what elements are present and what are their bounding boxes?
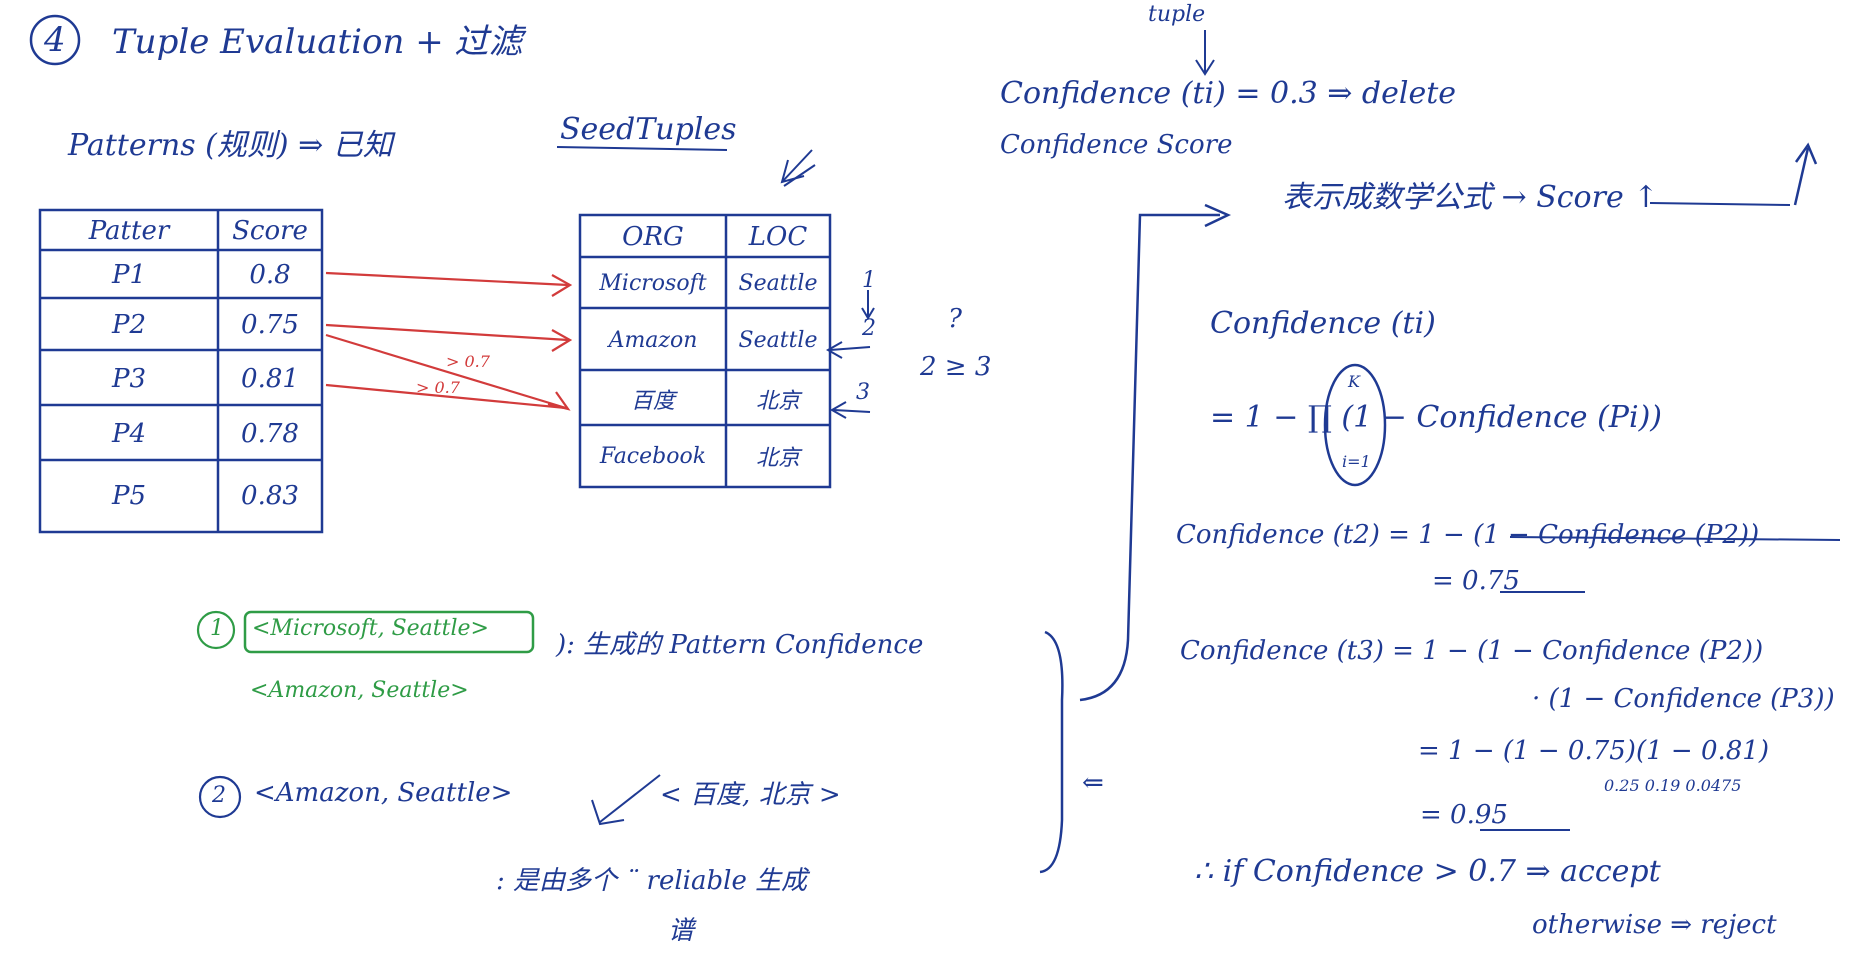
example1-circle <box>196 610 236 650</box>
confidence-t2-line: Confidence (t2) = 1 − (1 − Confidence (P… <box>1176 520 1760 550</box>
seed-row-3-loc: 北京 <box>755 388 800 414</box>
pattern-row-5-score: 0.83 <box>241 481 299 511</box>
pattern-header-score: Score <box>232 216 308 246</box>
seed-header-org: ORG <box>622 222 684 252</box>
product-top-index: K <box>1348 372 1360 391</box>
pattern-to-seed-arrows <box>325 271 573 411</box>
pattern-row-3-score: 0.81 <box>241 363 299 394</box>
seed-row-4-org: Facebook <box>599 443 707 469</box>
confidence-score-line: Confidence Score <box>1000 130 1233 160</box>
confidence-ti: Confidence (ti) <box>1210 306 1436 341</box>
side-note-2: 2 <box>862 316 876 341</box>
seed-row-3-org: 百度 <box>630 388 675 414</box>
example1-number: 1 <box>210 616 224 641</box>
pattern-row-5-name: P5 <box>111 481 147 511</box>
example2-text: : 是由多个 ¨ reliable 生成 <box>496 866 808 896</box>
arrow-label-b: > 0.7 <box>416 378 460 397</box>
confidence-delete-line: Confidence (ti) = 0.3 ⇒ delete <box>1000 76 1457 111</box>
confidence-t3-line1: Confidence (t3) = 1 − (1 − Confidence (P… <box>1180 636 1764 666</box>
seed-row-4-loc: 北京 <box>755 446 800 471</box>
side-note-inequality: 2 ≥ 3 <box>920 352 992 382</box>
rule-accept: ∴ if Confidence > 0.7 ⇒ accept <box>1194 854 1661 889</box>
pattern-row-1-name: P1 <box>111 260 147 290</box>
confidence-t3-partials: 0.25 0.19 0.0475 <box>1604 776 1742 795</box>
confidence-formula: = 1 − ∏ (1 − Confidence (Pi)) <box>1210 400 1662 435</box>
seed-header-loc: LOC <box>748 222 808 252</box>
patterns-line: Patterns (规则) ⇒ 已知 <box>68 128 393 163</box>
pattern-header-pattern: Patter <box>88 216 170 246</box>
rule-reject: otherwise ⇒ reject <box>1532 910 1777 940</box>
product-bottom-index: i=1 <box>1342 452 1371 471</box>
seed-row-2-org: Amazon <box>608 327 698 353</box>
score-underline <box>1649 202 1791 206</box>
pattern-row-4-name: P4 <box>111 418 147 449</box>
tuple-arrow <box>1195 30 1215 76</box>
tuple-label: tuple <box>1148 2 1206 27</box>
confidence-t2-value: = 0.75 <box>1432 566 1520 596</box>
example1-text: ): 生成的 Pattern Confidence <box>556 630 924 660</box>
seed-row-1-loc: Seattle <box>738 271 818 296</box>
bracket-to-formula <box>1079 203 1232 702</box>
example2-subtext: 谱 <box>668 916 695 946</box>
heading-title: Tuple Evaluation + 过滤 <box>112 22 523 62</box>
confidence-t3-line2: · (1 − Confidence (P3)) <box>1532 684 1835 714</box>
arrow-label-a: > 0.7 <box>446 352 490 371</box>
pattern-row-1-score: 0.8 <box>249 260 291 290</box>
example2-arrow <box>591 774 661 826</box>
example2-right: < 百度, 北京 > <box>660 780 841 810</box>
pattern-row-4-score: 0.78 <box>241 418 299 449</box>
confidence-t3-line3: = 1 − (1 − 0.75)(1 − 0.81) <box>1418 736 1769 766</box>
formula-label: 表示成数学公式 → Score ↑ <box>1282 180 1659 215</box>
pattern-row-3-name: P3 <box>111 363 147 394</box>
heading-number-circle <box>29 14 81 66</box>
example1-amazon: <Amazon, Seattle> <box>250 678 469 703</box>
pattern-row-2-name: P2 <box>111 310 147 340</box>
example2-circle <box>198 775 242 819</box>
example2-left: <Amazon, Seattle> <box>254 778 513 808</box>
seed-row-2-loc: Seattle <box>738 327 818 353</box>
seed-pointer-arrow <box>783 164 816 187</box>
seed-table-grid <box>578 213 832 489</box>
t2-underline <box>1509 536 1841 541</box>
side-note-1: 1 <box>862 268 876 293</box>
pattern-row-2-score: 0.75 <box>241 310 299 340</box>
seed-row-1-org: Microsoft <box>599 271 707 296</box>
examples-brace <box>1039 630 1064 874</box>
score-up-arrow <box>1793 142 1818 206</box>
seed-tuples-label: SeedTuples <box>560 112 737 147</box>
example2-number: 2 <box>212 783 226 808</box>
brace-arrow: ⇐ <box>1082 768 1104 798</box>
heading-number: 4 <box>44 20 66 60</box>
pattern-table-grid <box>38 208 324 534</box>
seed-label-underline <box>556 146 728 151</box>
microsoft-box <box>243 610 535 654</box>
side-note-question: ? <box>948 304 962 334</box>
side-note-3: 3 <box>856 380 870 405</box>
example1-microsoft: <Microsoft, Seattle> <box>252 616 489 641</box>
product-circle <box>1323 363 1387 487</box>
confidence-t3-value: = 0.95 <box>1420 800 1508 830</box>
